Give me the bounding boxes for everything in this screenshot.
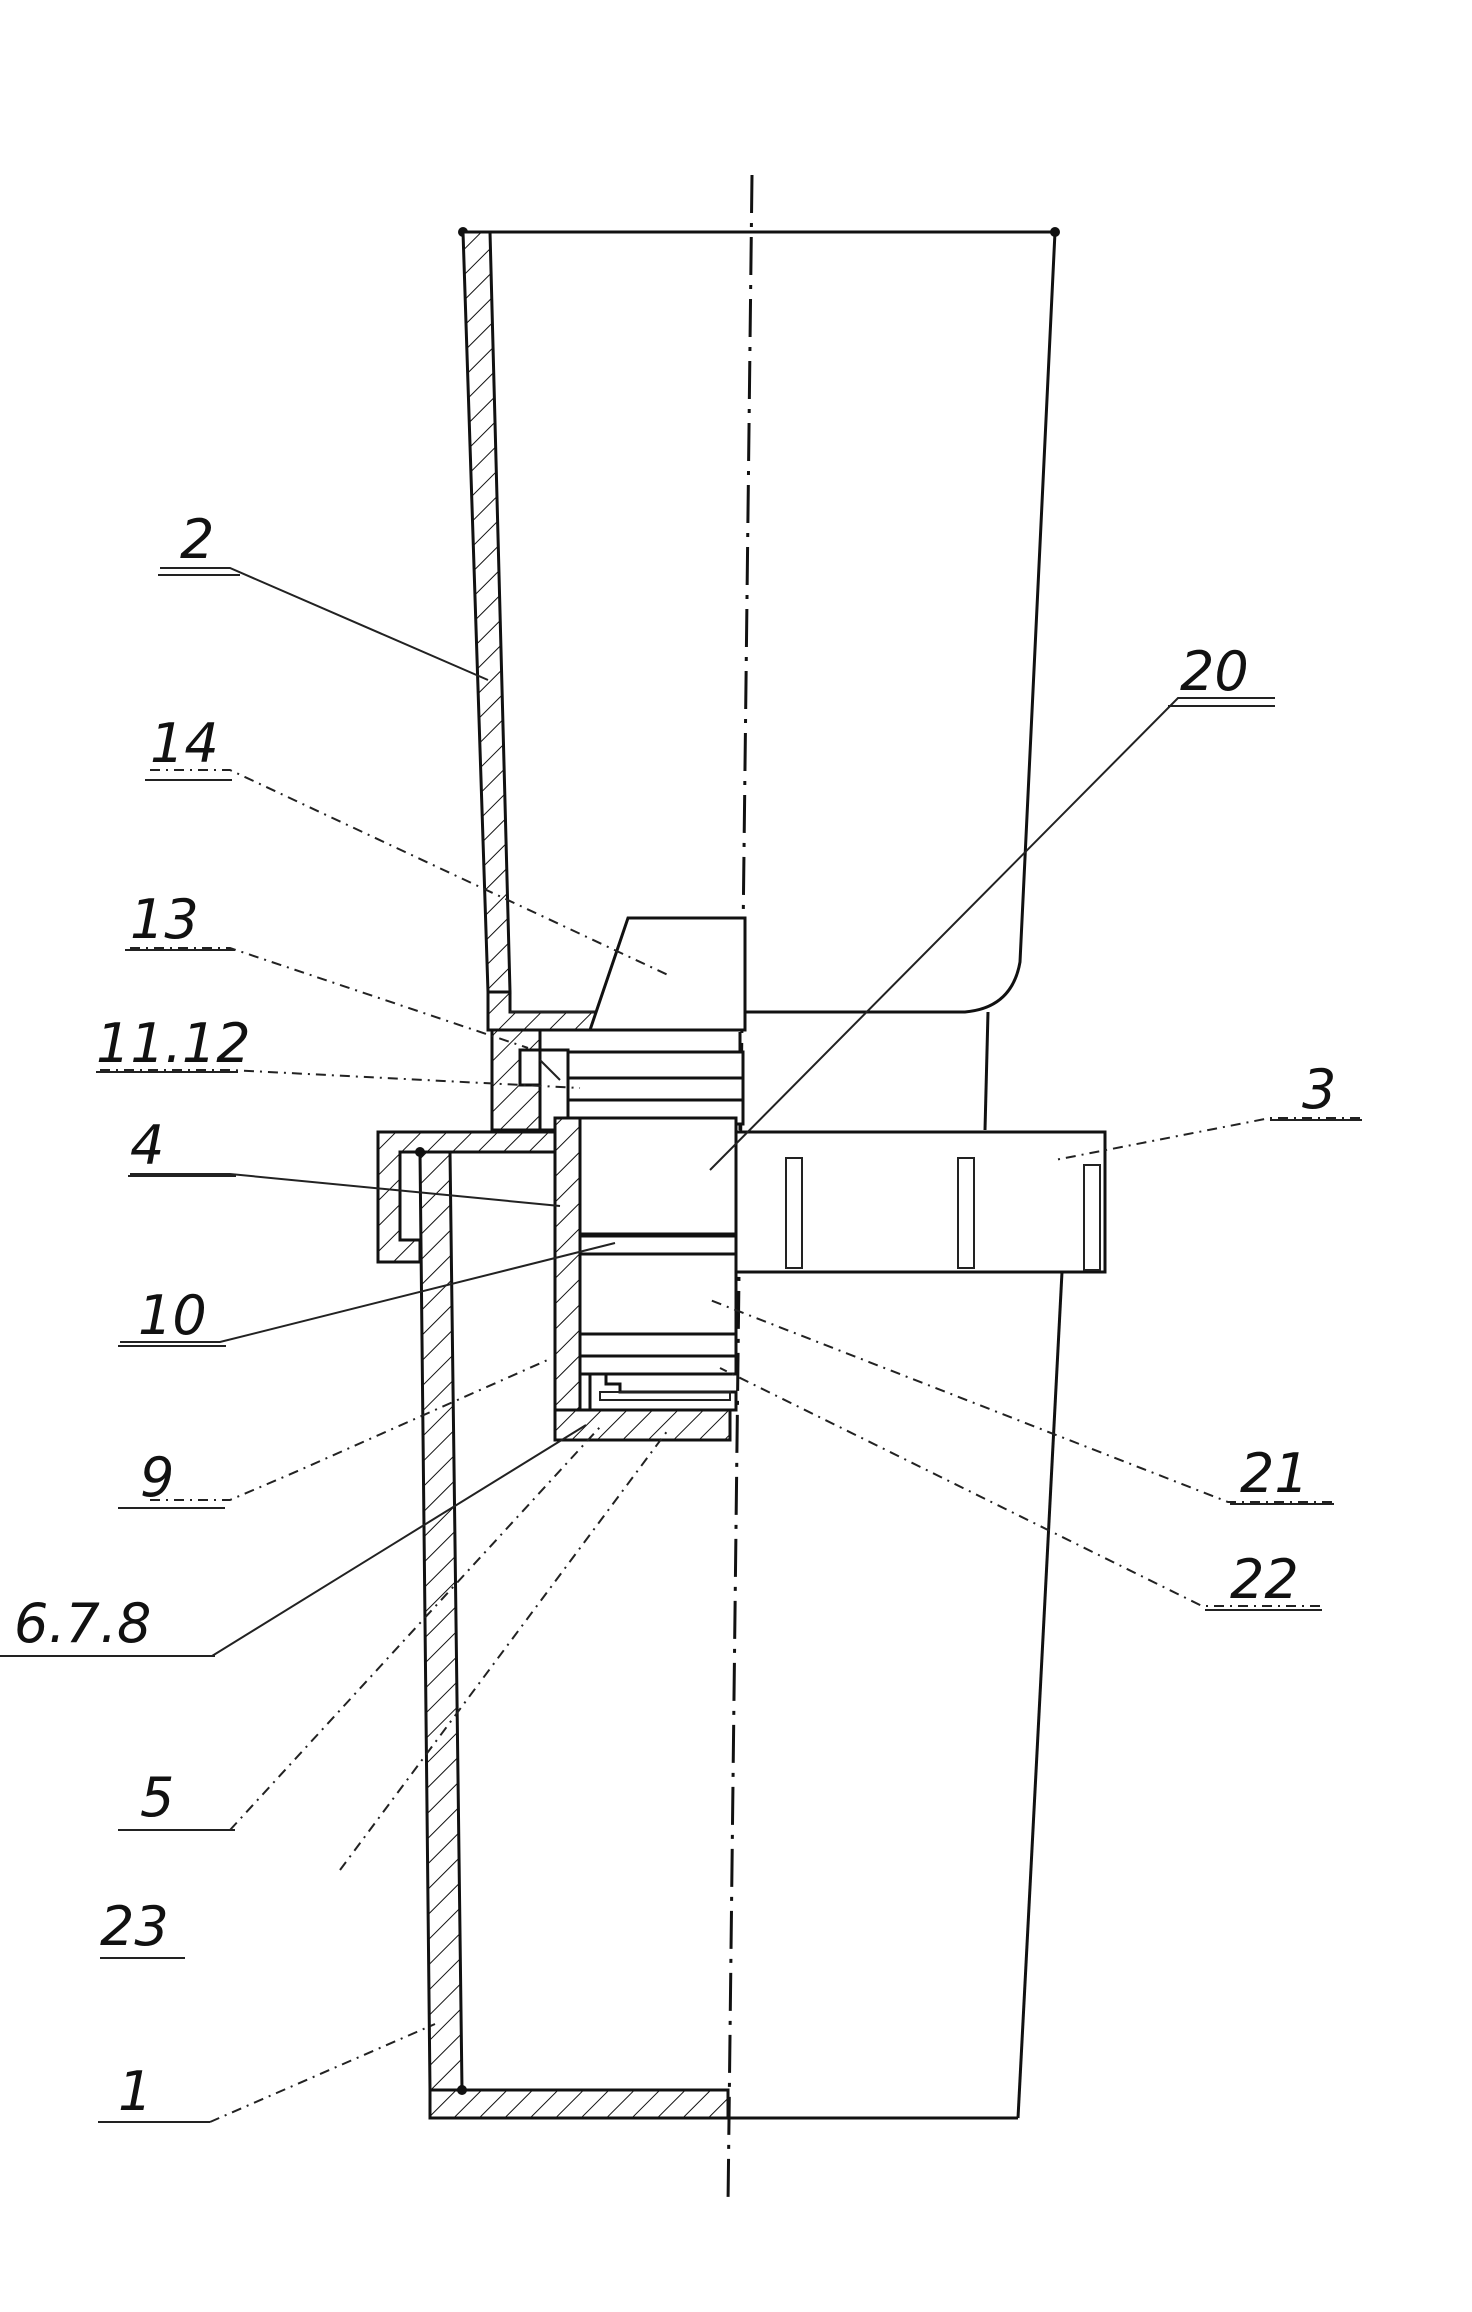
label-14: 14 [150,712,219,775]
discs-11-12 [566,1050,745,1126]
label-1: 1 [118,2060,152,2123]
leader-lines [100,567,1360,2123]
label-3: 3 [1302,1058,1336,1121]
lower-cup [376,1130,1064,2120]
label-5: 5 [140,1766,174,1829]
label-21: 21 [1240,1442,1309,1505]
part-13-step [490,1028,570,1132]
inner-stack [578,1234,738,1412]
part-3-ring [733,1130,1107,1274]
neck-right-line [983,1011,990,1131]
label-23: 23 [100,1895,169,1958]
part-20-chamber [576,1116,738,1236]
label-22: 22 [1230,1548,1299,1611]
label-20: 20 [1180,640,1249,703]
label-underlines [0,574,1362,2123]
label-10: 10 [138,1284,207,1347]
part-4-wall [553,1116,732,1442]
label-13: 13 [130,888,199,951]
label-2: 2 [180,508,214,571]
label-6-7-8: 6.7.8 [14,1592,151,1655]
upper-cup [458,227,1060,1032]
label-11-12: 11.12 [96,1012,251,1075]
label-4: 4 [130,1114,164,1177]
label-9: 9 [140,1446,174,1509]
part-14-block [587,916,747,1032]
